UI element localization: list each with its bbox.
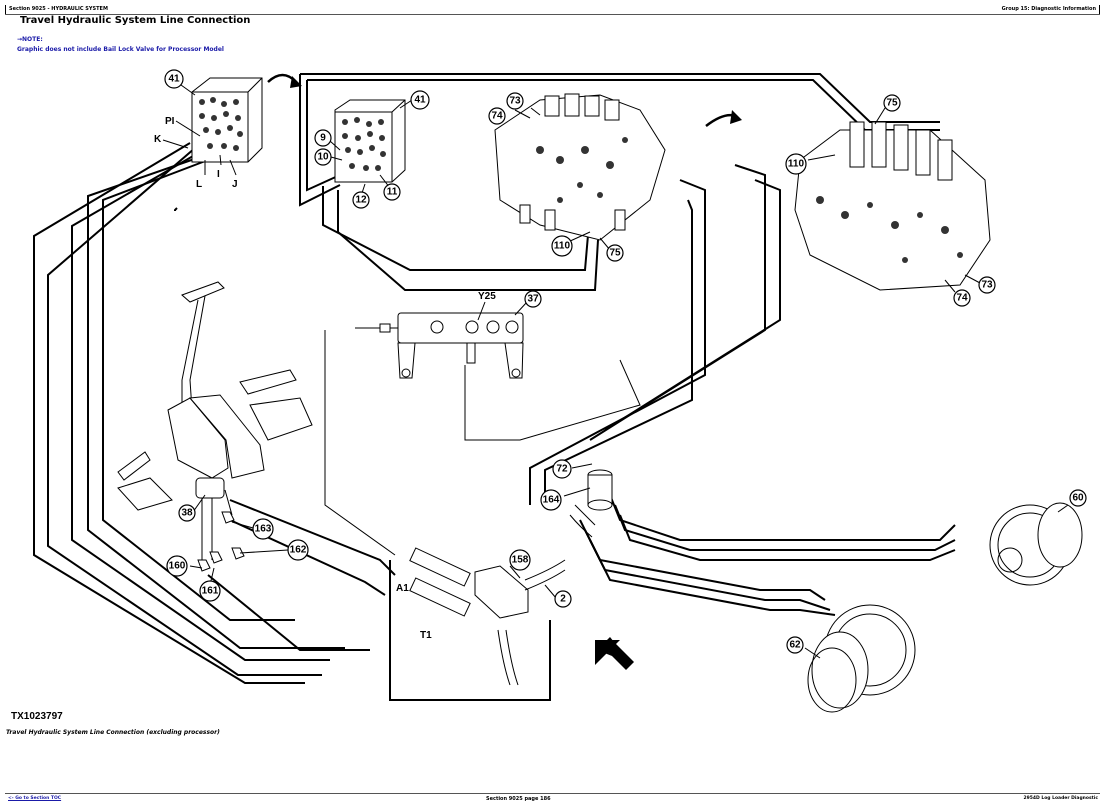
svg-text:110: 110 bbox=[788, 159, 805, 170]
footer-divider bbox=[5, 793, 1100, 794]
port-label-a1: A1 bbox=[396, 583, 409, 594]
svg-text:2: 2 bbox=[560, 594, 566, 605]
callout-72: 72 bbox=[552, 459, 572, 479]
callout-158: 158 bbox=[509, 549, 531, 571]
solenoid-manifold bbox=[355, 312, 524, 379]
port-label-pi: PI bbox=[165, 116, 175, 127]
svg-text:163: 163 bbox=[255, 524, 272, 535]
callout-162: 162 bbox=[287, 539, 309, 561]
document-name: 2954D Log Loader Diagnostic bbox=[1023, 796, 1099, 801]
svg-text:73: 73 bbox=[509, 96, 521, 107]
callout-164: 164 bbox=[540, 489, 562, 511]
note-text: Graphic does not include Bail Lock Valve… bbox=[17, 46, 224, 53]
callout-9: 9 bbox=[314, 129, 332, 147]
callout-160: 160 bbox=[166, 555, 188, 577]
callout-75-center: 75 bbox=[606, 244, 624, 262]
callout-73-center: 73 bbox=[506, 92, 524, 110]
note-heading: →NOTE: bbox=[17, 36, 43, 43]
svg-text:41: 41 bbox=[168, 74, 180, 85]
pilot-valve-block-inset bbox=[334, 99, 406, 183]
svg-text:38: 38 bbox=[181, 508, 193, 519]
travel-motor-62 bbox=[807, 604, 916, 713]
svg-text:158: 158 bbox=[512, 555, 529, 566]
callout-163: 163 bbox=[252, 518, 274, 540]
header-divider bbox=[5, 14, 1100, 15]
group-header: Group 15: Diagnostic Information bbox=[1002, 5, 1100, 14]
port-label-l: L bbox=[196, 179, 202, 190]
svg-text:74: 74 bbox=[956, 293, 968, 304]
pilot-valve-block-left bbox=[191, 77, 263, 163]
travel-motor-60 bbox=[989, 502, 1083, 586]
callout-161: 161 bbox=[199, 580, 221, 602]
svg-text:41: 41 bbox=[414, 95, 426, 106]
section-header: Section 9025 - HYDRAULIC SYSTEM bbox=[5, 5, 108, 14]
svg-text:62: 62 bbox=[789, 640, 801, 651]
callout-12: 12 bbox=[352, 191, 370, 209]
callout-37: 37 bbox=[524, 290, 542, 308]
svg-text:11: 11 bbox=[387, 187, 398, 198]
figure-id: TX1023797 bbox=[11, 711, 63, 722]
callout-110-center: 110 bbox=[551, 235, 573, 257]
page-title: Travel Hydraulic System Line Connection bbox=[20, 15, 251, 26]
svg-text:60: 60 bbox=[1072, 493, 1084, 504]
port-label-k: K bbox=[154, 134, 162, 145]
svg-text:9: 9 bbox=[320, 133, 326, 144]
svg-text:74: 74 bbox=[491, 111, 503, 122]
svg-text:10: 10 bbox=[317, 152, 329, 163]
svg-text:110: 110 bbox=[554, 241, 571, 252]
port-label-t1: T1 bbox=[420, 630, 432, 641]
callout-10: 10 bbox=[314, 148, 332, 166]
svg-text:37: 37 bbox=[527, 294, 539, 305]
port-label-y25: Y25 bbox=[478, 291, 496, 302]
svg-text:73: 73 bbox=[981, 280, 993, 291]
svg-text:75: 75 bbox=[886, 98, 898, 109]
page-number: Section 9025 page 186 bbox=[486, 796, 551, 802]
callout-41-left: 41 bbox=[164, 69, 184, 89]
port-label-j: J bbox=[232, 179, 238, 190]
svg-text:160: 160 bbox=[169, 561, 186, 572]
callout-73-right: 73 bbox=[978, 276, 996, 294]
svg-text:75: 75 bbox=[609, 248, 621, 259]
svg-text:162: 162 bbox=[290, 545, 307, 556]
travel-pedals bbox=[117, 281, 313, 572]
section-toc-link[interactable]: <- Go to Section TOC bbox=[8, 796, 62, 801]
callout-62: 62 bbox=[786, 636, 804, 654]
callout-38: 38 bbox=[178, 504, 196, 522]
callout-74-center: 74 bbox=[488, 107, 506, 125]
callout-75-right: 75 bbox=[883, 94, 901, 112]
svg-text:161: 161 bbox=[202, 586, 219, 597]
center-joint bbox=[569, 469, 613, 538]
travel-valve bbox=[409, 547, 566, 686]
figure-caption: Travel Hydraulic System Line Connection … bbox=[6, 729, 220, 736]
callout-11: 11 bbox=[383, 183, 401, 201]
direction-arrow-icon-head bbox=[595, 640, 620, 665]
port-label-i: I bbox=[217, 169, 220, 180]
callout-110-right: 110 bbox=[785, 153, 807, 175]
svg-text:164: 164 bbox=[543, 495, 560, 506]
callout-60: 60 bbox=[1069, 489, 1087, 507]
callout-74-right: 74 bbox=[953, 289, 971, 307]
control-valve-right bbox=[794, 121, 991, 291]
curved-arrow-icon bbox=[290, 76, 302, 88]
hose-lines bbox=[33, 73, 956, 701]
control-valve-center bbox=[494, 93, 666, 241]
svg-text:72: 72 bbox=[556, 464, 568, 475]
curved-arrow-icon bbox=[730, 110, 742, 124]
callout-2: 2 bbox=[554, 590, 572, 608]
svg-text:12: 12 bbox=[355, 195, 367, 206]
callout-41-inset: 41 bbox=[410, 90, 430, 110]
